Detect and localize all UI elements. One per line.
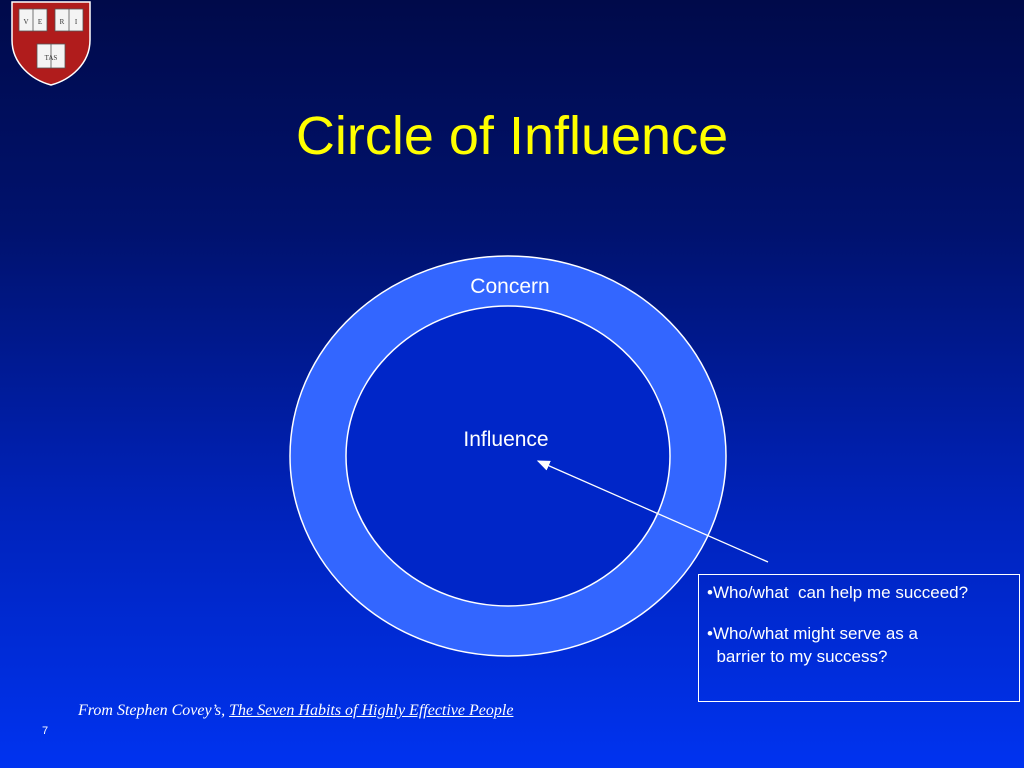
slide-title: Circle of Influence (295, 106, 729, 166)
citation: From Stephen Covey’s, The Seven Habits o… (78, 700, 513, 722)
questions-box: •Who/what can help me succeed? •Who/what… (698, 574, 1020, 702)
svg-text:TAS: TAS (45, 54, 58, 62)
question-succeed: •Who/what can help me succeed? (707, 583, 969, 602)
svg-text:I: I (75, 18, 78, 26)
svg-text:R: R (60, 18, 65, 26)
question-barrier-line1: •Who/what might serve as a (707, 624, 918, 643)
svg-text:V: V (23, 18, 28, 26)
influence-label: Influence (463, 428, 549, 451)
influence-circle (345, 305, 671, 607)
shield-logo-icon: V E R I TAS (11, 1, 91, 86)
page-number: 7 (42, 725, 49, 737)
book-title-link[interactable]: The Seven Habits of Highly Effective Peo… (229, 702, 514, 719)
question-barrier-line2: barrier to my success? (707, 647, 888, 666)
citation-prefix: From Stephen Covey’s, (78, 702, 230, 719)
concern-label: Concern (470, 275, 550, 298)
pointer-arrow (536, 460, 769, 563)
svg-text:E: E (38, 18, 42, 26)
